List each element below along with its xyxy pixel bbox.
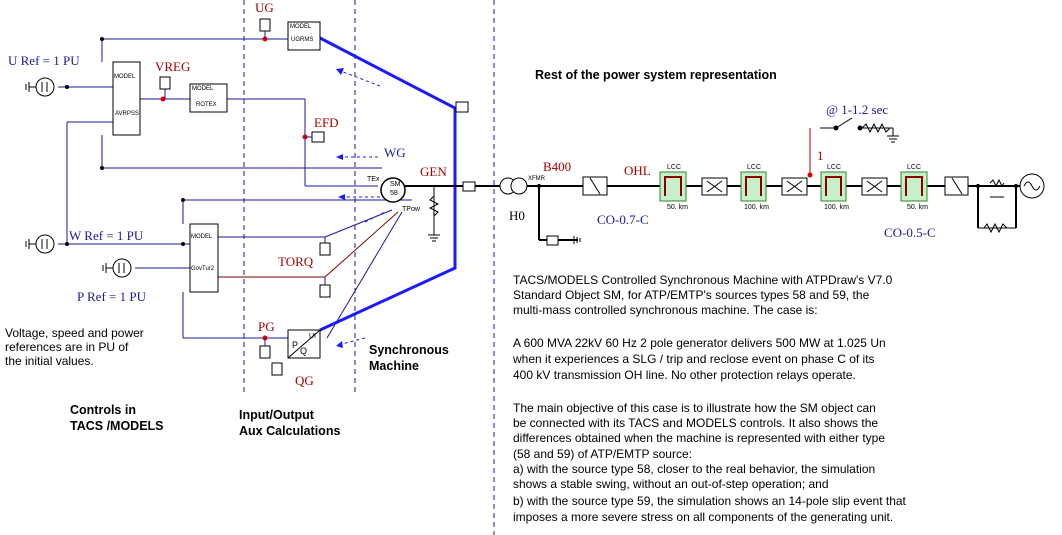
lcc-2-length: 100. km xyxy=(744,204,769,211)
label-sm: SM xyxy=(390,181,401,188)
probe-box-links xyxy=(164,31,326,346)
desc-p3-line6: shows a stable swing, without an out-of-… xyxy=(513,477,829,491)
sync-machine-symbol xyxy=(380,177,406,203)
lcc-4-length: 50. km xyxy=(907,204,929,211)
avr-model-word: MODEL xyxy=(114,74,136,80)
desc-p3-line1: The main objective of this case is to il… xyxy=(513,401,876,415)
pq-p: P xyxy=(292,340,299,350)
desc-p3-line2: be connected with its TACS and MODELS co… xyxy=(513,416,879,430)
label-gen: GEN xyxy=(420,164,447,179)
heading-controls-line1: Controls in xyxy=(70,403,136,417)
label-pg: PG xyxy=(258,319,275,334)
lcc-2-title: LCC xyxy=(747,164,762,171)
label-breaker-1: CO-0.7-C xyxy=(597,212,649,227)
desc-p3-line7: b) with the source type 59, the simulati… xyxy=(513,494,906,508)
label-vreg: VREG xyxy=(155,59,191,74)
pq-diagonal xyxy=(287,329,321,359)
label-xfmr: XFMR xyxy=(528,176,545,182)
desc-p1-line3: multi-mass controlled synchronous machin… xyxy=(513,303,818,317)
label-qg: QG xyxy=(295,373,314,388)
desc-p3-line3: differences obtained when the machine is… xyxy=(513,431,886,445)
label-breaker-2: CO-0.5-C xyxy=(884,225,936,240)
pq-ui: UI xyxy=(309,333,316,340)
avr-model-name: AVRPSS xyxy=(115,111,139,117)
arrow-heads xyxy=(336,68,345,348)
desc-p3-line4: (58 and 59) of ATP/EMTP source: xyxy=(513,447,692,461)
label-switch-time: @ 1-1.2 sec xyxy=(826,102,889,117)
label-ohl: OHL xyxy=(624,163,651,178)
model-boxes xyxy=(112,21,321,359)
heading-sync-line2: Machine xyxy=(369,359,420,373)
label-u-ref: U Ref = 1 PU xyxy=(8,53,80,68)
machine-boundary xyxy=(319,36,457,332)
heading-io-line1: Input/Output xyxy=(239,408,314,422)
label-tpow: TPow xyxy=(402,206,420,213)
lcc-1-length: 50. km xyxy=(667,204,689,211)
desc-p1-line2: Standard Object SM, for ATP/EMTP's sourc… xyxy=(513,288,870,302)
note-refs-line1: Voltage, speed and power xyxy=(5,326,144,340)
heading-io-line2: Aux Calculations xyxy=(239,424,341,438)
transposition-marks xyxy=(706,180,883,193)
label-node-1: 1 xyxy=(817,148,824,163)
label-w-ref: W Ref = 1 PU xyxy=(69,228,144,243)
desc-p2-line2: when it experiences a SLG / trip and rec… xyxy=(513,352,875,366)
power-line xyxy=(402,185,1020,241)
lcc-1-title: LCC xyxy=(667,164,682,171)
urms-model-name: UGRMS xyxy=(291,37,314,43)
note-refs-line3: the initial values. xyxy=(5,354,94,368)
resistors xyxy=(428,122,1008,234)
label-p-ref: P Ref = 1 PU xyxy=(77,289,146,304)
note-refs-line2: references are in PU of xyxy=(5,340,129,354)
control-wires xyxy=(58,38,412,339)
label-b400: B400 xyxy=(543,159,572,174)
gov-model-word: MODEL xyxy=(191,234,213,240)
torq-wire xyxy=(218,211,399,278)
lcc-3-title: LCC xyxy=(827,164,842,171)
port-dots xyxy=(65,37,1018,246)
label-sm58: 58 xyxy=(390,190,398,197)
label-efd: EFD xyxy=(314,115,339,130)
ac-source-wave xyxy=(1023,181,1041,191)
desc-p1-line1: TACS/MODELS Controlled Synchronous Machi… xyxy=(513,273,893,287)
label-h0: H0 xyxy=(509,208,525,223)
label-ug: UG xyxy=(255,0,274,15)
desc-p2-line3: 400 kV transmission OH line. No other pr… xyxy=(513,368,856,382)
heading-controls-line2: TACS /MODELS xyxy=(70,419,164,433)
lcc-inner xyxy=(664,176,923,196)
lcc-3-length: 100. km xyxy=(824,204,849,211)
breaker-symbols xyxy=(582,176,969,196)
tacs-source-marks xyxy=(25,82,125,273)
section-dividers xyxy=(243,0,495,535)
timed-switch xyxy=(833,117,863,131)
rotex-model-word: MODEL xyxy=(192,86,214,92)
meters xyxy=(455,101,559,246)
label-torq: TORQ xyxy=(278,254,314,269)
desc-p2-line1: A 600 MVA 22kV 60 Hz 2 pole generator de… xyxy=(513,336,886,350)
label-tex: TEx xyxy=(367,176,380,183)
heading-sync-line1: Synchronous xyxy=(369,343,449,357)
desc-p3-line8: imposes a more severe stress on all comp… xyxy=(513,510,894,524)
rotex-model-name: ROTEX xyxy=(196,102,217,108)
ground-symbols xyxy=(428,135,899,244)
pq-q: Q xyxy=(300,346,308,356)
desc-p3-line5: a) with the source type 58, closer to th… xyxy=(513,462,876,476)
dashed-arrows xyxy=(337,69,386,346)
urms-model-word: MODEL xyxy=(290,24,312,30)
transformer-symbol xyxy=(499,177,528,195)
heading-rest-of-system: Rest of the power system representation xyxy=(535,68,777,82)
lcc-4-title: LCC xyxy=(907,164,922,171)
tacs-sources xyxy=(35,77,132,278)
gov-model-name: GovTur2 xyxy=(191,266,215,272)
label-wg: WG xyxy=(384,145,406,160)
